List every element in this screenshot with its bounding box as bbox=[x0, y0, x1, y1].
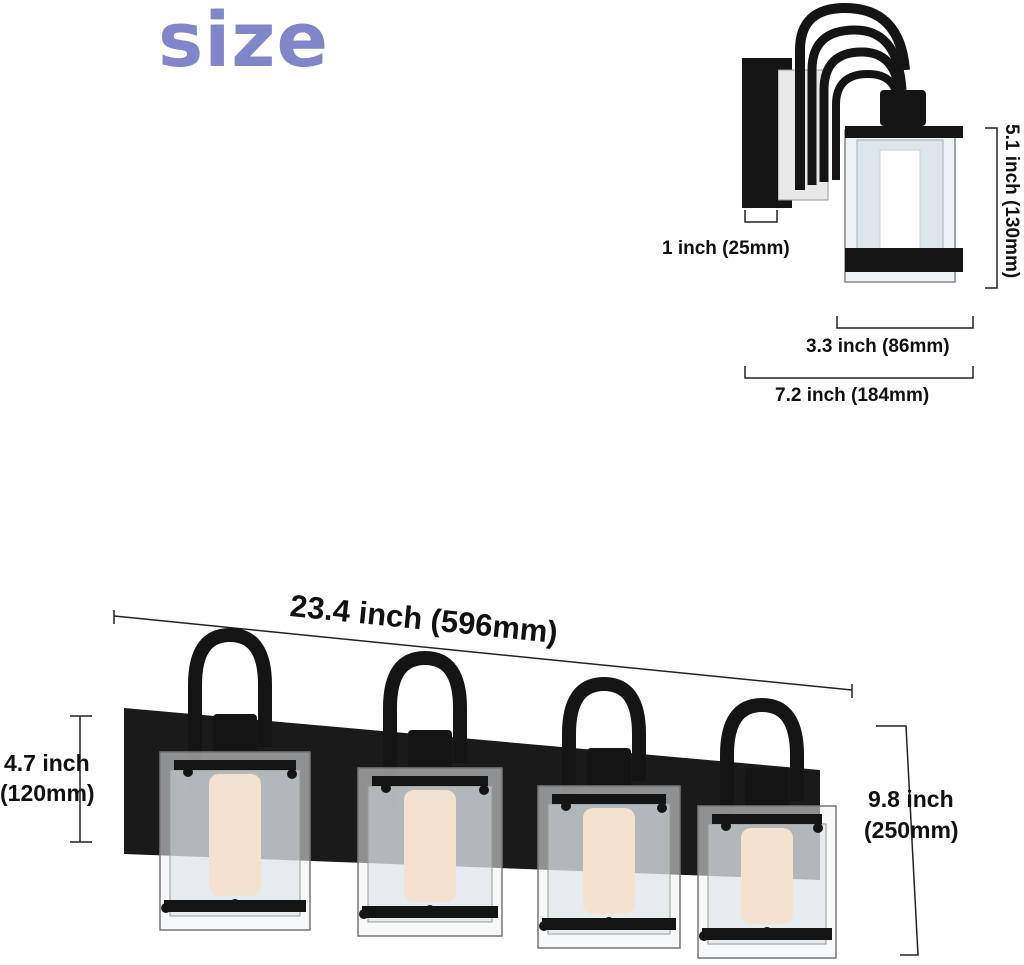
backplate-height-mm-label: (120mm) bbox=[0, 780, 95, 806]
lamp-4 bbox=[697, 697, 837, 959]
total-depth-label: 7.2 inch (184mm) bbox=[775, 385, 930, 406]
total-height-mm-label: (250mm) bbox=[864, 817, 959, 843]
total-height-in-label: 9.8 inch bbox=[868, 786, 954, 812]
lamp-2 bbox=[357, 650, 503, 937]
side-height-label: 5.1 inch (130mm) bbox=[1001, 124, 1022, 279]
backplate-height-in-label: 4.7 inch bbox=[4, 750, 90, 776]
lamp-3 bbox=[537, 676, 681, 949]
lamp-1 bbox=[159, 627, 311, 931]
page-title: size bbox=[158, 0, 330, 84]
side-view-fixture bbox=[742, 2, 998, 379]
shade-width-label: 3.3 inch (86mm) bbox=[806, 336, 950, 357]
front-view-shades bbox=[159, 627, 837, 959]
depth-wall-label: 1 inch (25mm) bbox=[662, 238, 790, 259]
